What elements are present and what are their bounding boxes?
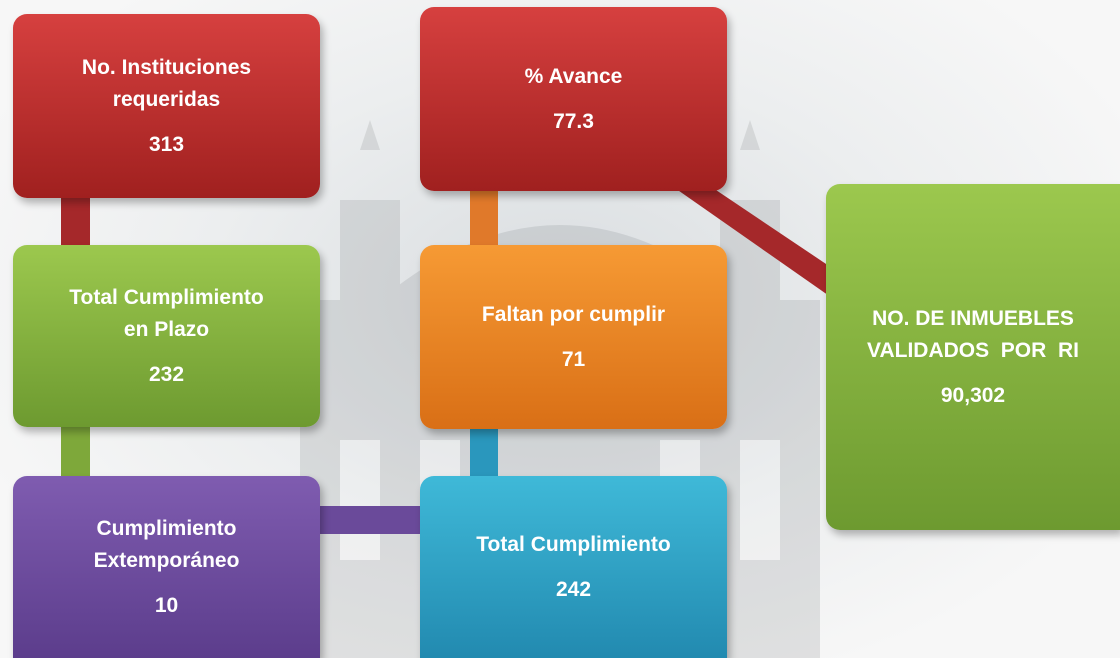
extemporaneo-title-line2: Extemporáneo (93, 549, 240, 572)
plazo-title-line1: Total Cumplimiento (69, 286, 264, 309)
total-cumplimiento-box: Total Cumplimiento 242 (420, 476, 727, 658)
inmuebles-value: 90,302 (940, 384, 1006, 407)
instituciones-title-line1: No. Instituciones (81, 56, 252, 79)
plazo-title-line2: en Plazo (123, 318, 210, 341)
total-cumplimiento-value: 242 (555, 578, 592, 601)
connector-plazo-extemporaneo (61, 424, 90, 480)
connector-avance-faltan (470, 188, 498, 248)
faltan-value: 71 (561, 348, 586, 371)
plazo-value: 232 (148, 363, 185, 386)
cumplimiento-extemporaneo-box: Cumplimiento Extemporáneo 10 (13, 476, 320, 658)
faltan-title: Faltan por cumplir (481, 303, 666, 326)
connector-extemporaneo-total (318, 506, 424, 534)
extemporaneo-value: 10 (154, 594, 179, 617)
total-cumplimiento-title: Total Cumplimiento (476, 533, 671, 556)
inmuebles-title-line2: VALIDADOS POR RI (867, 339, 1079, 362)
avance-box: % Avance 77.3 (420, 7, 727, 191)
inmuebles-title-line1: NO. DE INMUEBLES (872, 307, 1074, 330)
inmuebles-validados-box: NO. DE INMUEBLES VALIDADOS POR RI 90,302 (826, 184, 1120, 530)
connector-instituciones-plazo (61, 196, 90, 248)
avance-value: 77.3 (553, 110, 594, 133)
avance-title: % Avance (524, 65, 623, 88)
total-cumplimiento-plazo-box: Total Cumplimiento en Plazo 232 (13, 245, 320, 427)
faltan-por-cumplir-box: Faltan por cumplir 71 (420, 245, 727, 429)
instituciones-value: 313 (148, 133, 185, 156)
instituciones-requeridas-box: No. Instituciones requeridas 313 (13, 14, 320, 198)
connector-faltan-total (470, 428, 498, 480)
extemporaneo-title-line1: Cumplimiento (96, 517, 237, 540)
instituciones-title-line2: requeridas (112, 88, 221, 111)
